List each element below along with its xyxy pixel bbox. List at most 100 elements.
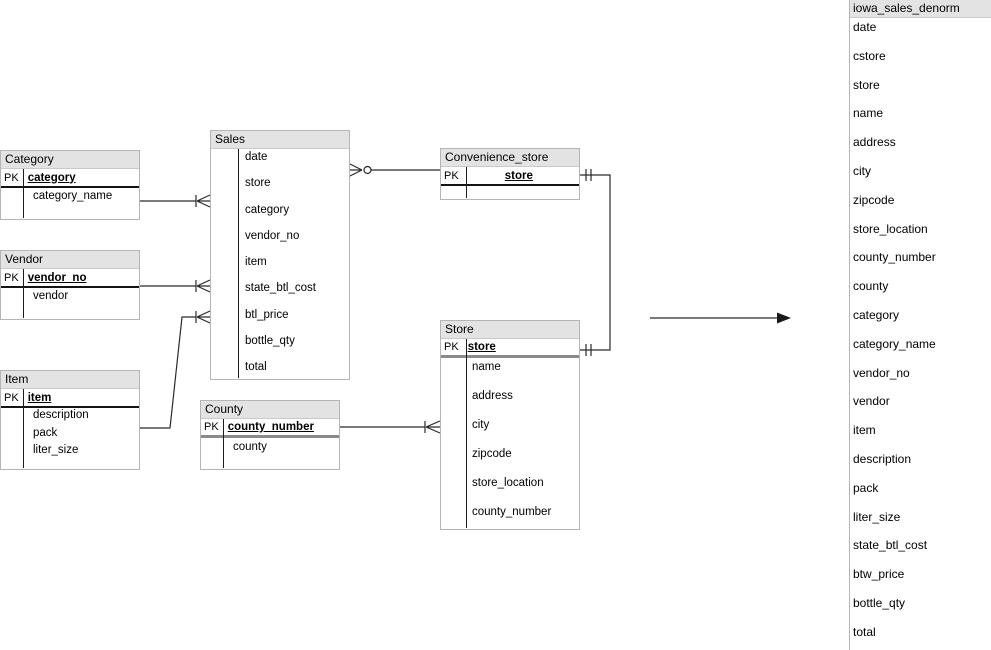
field-row: item [245,256,267,269]
pk-column-divider [23,269,24,318]
crowfoot-many-icon [196,279,211,293]
pk-row: PK store [441,167,579,186]
pk-label: PK [4,271,19,284]
field-row: category_name [33,190,113,202]
field-row: btl_price [245,308,289,321]
crowfoot-many-icon [349,163,363,177]
crowfoot-many-icon [425,420,441,434]
field-list: description pack liter_size [1,408,139,461]
pk-column-divider [466,339,467,528]
connector-vendor-sales [140,279,211,293]
pk-column-divider [238,149,239,378]
field-list: date cstore store name address city zipcode sto… [850,18,991,650]
field-row: vendor [853,394,890,409]
connector-category-sales [140,194,211,208]
field-row: name [853,106,884,121]
pk-row: PK store [441,339,579,358]
field-row: vendor_no [245,229,300,242]
entity-title: Item [1,371,139,389]
field-row: category_name [853,336,936,351]
field-row: store [853,77,880,92]
entity-convenience-store[interactable]: Convenience_store PK store [440,148,580,200]
field-row: vendor_no [853,365,910,380]
entity-title: Category [1,151,139,169]
field-row: total [245,361,267,374]
pk-row: PK category [1,169,139,188]
entity-body: PK county_number county [201,419,339,468]
field-row: zipcode [853,192,895,207]
crowfoot-many-icon [196,194,211,208]
pk-field: category [27,171,76,184]
field-row: description [33,409,89,421]
entity-county[interactable]: County PK county_number county [200,400,340,470]
denormalization-arrow [650,312,791,324]
field-row: description [853,451,912,466]
field-row: liter_size [33,444,79,456]
entity-title: Store [441,321,579,339]
field-row: city [472,419,490,431]
field-row: item [853,423,876,438]
pk-column-divider [23,389,24,468]
field-row: total [853,624,876,639]
field-row: name [472,361,501,373]
field-row: county [233,441,267,453]
field-row: vendor [33,290,69,302]
pk-field: county_number [227,421,314,433]
field-row: address [472,390,513,402]
connector-sales-convenience-store [349,163,440,177]
pk-row: PK vendor_no [1,269,139,288]
field-row: store [245,177,271,190]
field-row: city [853,163,871,178]
pk-field: item [27,391,52,404]
field-row: store_location [472,477,544,489]
arrowhead-icon [777,312,791,324]
field-row: bottle_qty [245,335,295,348]
one-one-ticks-icon [585,344,592,356]
field-row: pack [853,480,879,495]
pk-label: PK [4,391,19,404]
entity-body: PK item description pack liter_size [1,389,139,468]
one-one-ticks-icon [585,169,592,181]
entity-title: Vendor [1,251,139,269]
pk-label: PK [4,171,19,184]
entity-category[interactable]: Category PK category category_name [0,150,140,220]
field-row: pack [33,426,58,439]
entity-body: PK store [441,167,579,198]
field-row: store_location [853,221,928,236]
field-row: address [853,135,896,150]
entity-title: iowa_sales_denorm [850,0,991,18]
entity-item[interactable]: Item PK item description pack liter_size [0,370,140,470]
pk-field: store [467,341,496,353]
pk-row: PK county_number [201,419,339,438]
field-row: liter_size [853,509,901,524]
field-list: vendor [1,288,139,306]
field-row: category [245,203,290,216]
zero-circle-icon [363,165,372,175]
field-row: county [853,279,889,294]
field-row: date [853,20,877,34]
field-row: cstore [853,48,886,63]
entity-iowa-sales-denorm[interactable]: iowa_sales_denorm date cstore store name add… [849,0,991,650]
field-row: btw_price [853,567,905,582]
crowfoot-many-icon [196,310,211,324]
pk-label: PK [204,421,219,433]
pk-column-divider [23,169,24,218]
pk-label: PK [444,341,459,353]
field-list: county [201,438,339,456]
pk-column-divider [466,167,467,198]
field-row: category [853,307,900,322]
entity-vendor[interactable]: Vendor PK vendor_no vendor [0,250,140,320]
field-row: state_btl_cost [245,282,316,295]
connector-convenience-store-store [580,169,611,356]
entity-title: Sales [211,131,349,149]
field-row: bottle_qty [853,595,906,610]
entity-body: PK vendor_no vendor [1,269,139,318]
field-list: category_name [1,188,139,206]
pk-row: PK item [1,389,139,408]
